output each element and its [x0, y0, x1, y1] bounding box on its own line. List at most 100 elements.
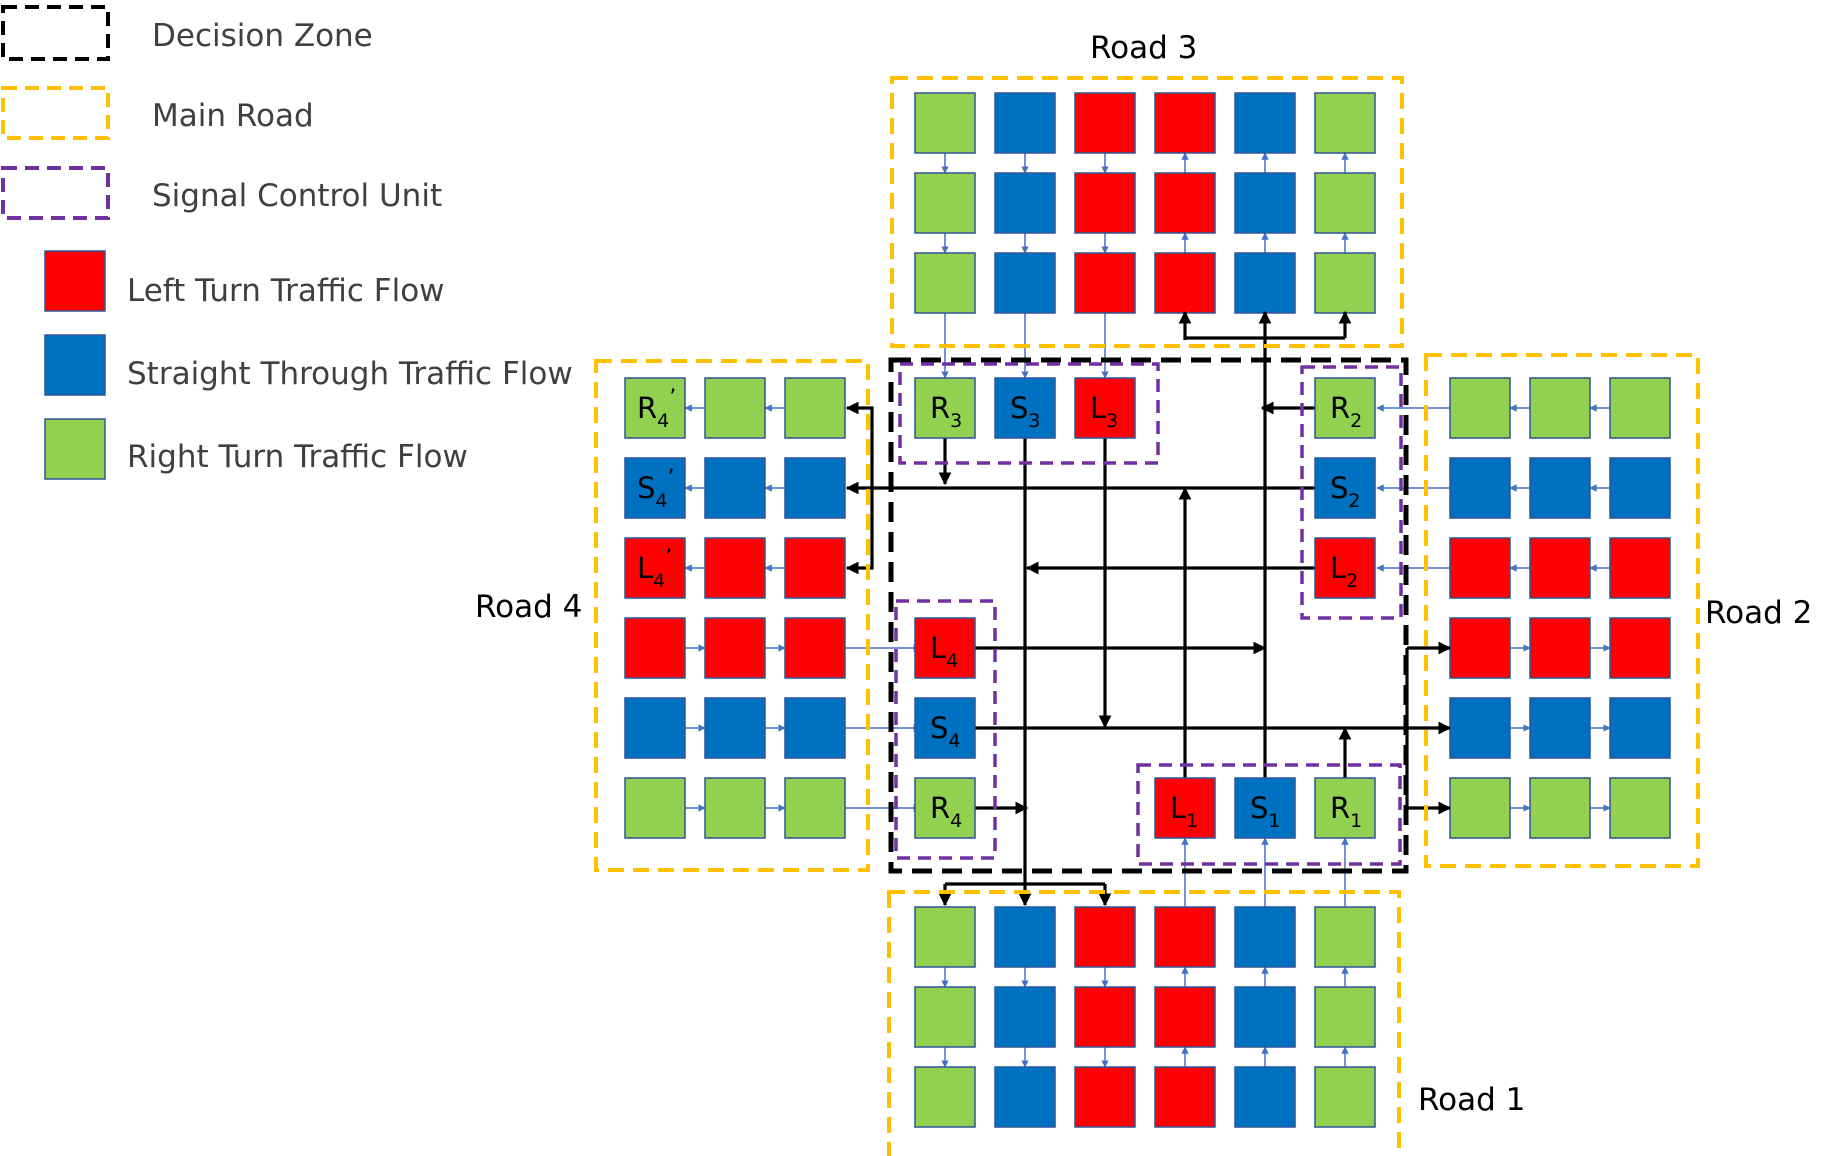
road4-exit-lane-label: S4’ [637, 466, 675, 512]
road-1-label: Road 1 [1418, 1082, 1525, 1118]
signal-s3 [994, 377, 1056, 439]
legend-right-turn-label: Right Turn Traffic Flow [127, 439, 468, 475]
road1-lane-square [914, 986, 976, 1048]
road1-lane-square [1234, 986, 1296, 1048]
road1-lane-square [1234, 906, 1296, 968]
road3-lane-square [994, 252, 1056, 314]
main-road-3-box [890, 76, 1404, 348]
road-3-label: Road 3 [1090, 30, 1197, 66]
road3-lane-square [1314, 92, 1376, 154]
road2-lane-square [1609, 457, 1671, 519]
signal-s2-label: S2 [1330, 471, 1361, 512]
road1-lane-square [994, 1066, 1056, 1128]
signal-l3 [1074, 377, 1136, 439]
legend-decision-zone-label: Decision Zone [152, 18, 373, 54]
road4-lane-square [784, 617, 846, 679]
road4-lane-square [784, 377, 846, 439]
legend-straight-label: Straight Through Traffic Flow [127, 356, 573, 392]
road2-lane-square [1529, 537, 1591, 599]
road1-lane-square [1314, 906, 1376, 968]
road1-lane-square [1074, 986, 1136, 1048]
legend-left-turn-label: Left Turn Traffic Flow [127, 273, 445, 309]
road1-lane-square [994, 986, 1056, 1048]
flow-to-r4-exit [845, 401, 874, 488]
road3-lane-square [1154, 92, 1216, 154]
signal-l3-label: L3 [1090, 391, 1118, 432]
road4-lane-square [704, 457, 766, 519]
road2-lane-square [1449, 377, 1511, 439]
road3-lane-square [914, 92, 976, 154]
road3-lane-square [1314, 252, 1376, 314]
main-road-2-box [1424, 353, 1700, 868]
signal-r1 [1314, 777, 1376, 839]
decision-zone-box [888, 357, 1409, 874]
signal-l2-label: L2 [1330, 551, 1358, 592]
road2-lane-square [1529, 377, 1591, 439]
road4-lane-square [624, 617, 686, 679]
road3-lane-square [1154, 172, 1216, 234]
road2-lane-square [1449, 457, 1511, 519]
road2-lane-square [1609, 377, 1671, 439]
road4-exit-lane-s [624, 457, 686, 519]
road2-lane-square [1609, 537, 1671, 599]
road-4-label: Road 4 [475, 589, 582, 625]
road1-lane-square [1314, 986, 1376, 1048]
road1-lane-square [1154, 1066, 1216, 1128]
road4-lane-square [624, 777, 686, 839]
signal-s3-label: S3 [1010, 391, 1041, 432]
road2-lane-square [1609, 777, 1671, 839]
road1-lane-square [1154, 906, 1216, 968]
legend-left-turn-swatch [44, 250, 106, 312]
road4-exit-lane-l [624, 537, 686, 599]
road3-lane-square [914, 252, 976, 314]
road4-lane-square [784, 697, 846, 759]
main-road-4-box [594, 359, 870, 872]
signal-r4-label: R4 [930, 791, 962, 832]
legend-main-road-label: Main Road [152, 98, 314, 134]
signal-r1-label: R1 [1330, 791, 1362, 832]
road1-lane-square [1074, 906, 1136, 968]
signal-l4 [914, 617, 976, 679]
lane-squares [624, 92, 1671, 1128]
signal-s1 [1234, 777, 1296, 839]
signal-s1-label: S1 [1250, 791, 1281, 832]
road2-lane-square [1609, 697, 1671, 759]
main-road-1-box [887, 890, 1401, 1156]
road3-lane-square [1234, 92, 1296, 154]
road1-lane-square [914, 1066, 976, 1128]
road4-lane-square [624, 697, 686, 759]
road3-lane-square [1074, 172, 1136, 234]
road4-exit-lane-label: R4’ [637, 386, 676, 432]
road4-lane-square [704, 537, 766, 599]
road2-lane-square [1529, 617, 1591, 679]
road3-lane-square [1234, 252, 1296, 314]
flow-to-l4-exit [845, 488, 874, 575]
boxes [594, 76, 1700, 1156]
signal-r3 [914, 377, 976, 439]
signal-s4 [914, 697, 976, 759]
signal-r3-label: R3 [930, 391, 962, 432]
legend-main-road-swatch [1, 86, 110, 140]
road2-lane-square [1529, 697, 1591, 759]
signal-s2 [1314, 457, 1376, 519]
signal-l1 [1154, 777, 1216, 839]
legend-right-turn-swatch [44, 418, 106, 480]
road2-lane-square [1449, 777, 1511, 839]
signal-r4 [914, 777, 976, 839]
signal-unit-2-box [1300, 365, 1403, 620]
signal-unit-1-box [1136, 763, 1402, 866]
signal-unit-3-box [898, 362, 1160, 465]
road3-lane-square [994, 92, 1056, 154]
road1-lane-square [1314, 1066, 1376, 1128]
road4-exit-lane-r [624, 377, 686, 439]
road4-exit-lane-label: L4’ [637, 546, 672, 592]
road3-lane-square [1314, 172, 1376, 234]
road3-lane-square [1074, 252, 1136, 314]
lane-links [684, 152, 1611, 1068]
signal-l4-label: L4 [930, 631, 958, 672]
road3-lane-square [1234, 172, 1296, 234]
road-2-label: Road 2 [1705, 595, 1812, 631]
road2-lane-square [1529, 777, 1591, 839]
road4-lane-square [704, 377, 766, 439]
